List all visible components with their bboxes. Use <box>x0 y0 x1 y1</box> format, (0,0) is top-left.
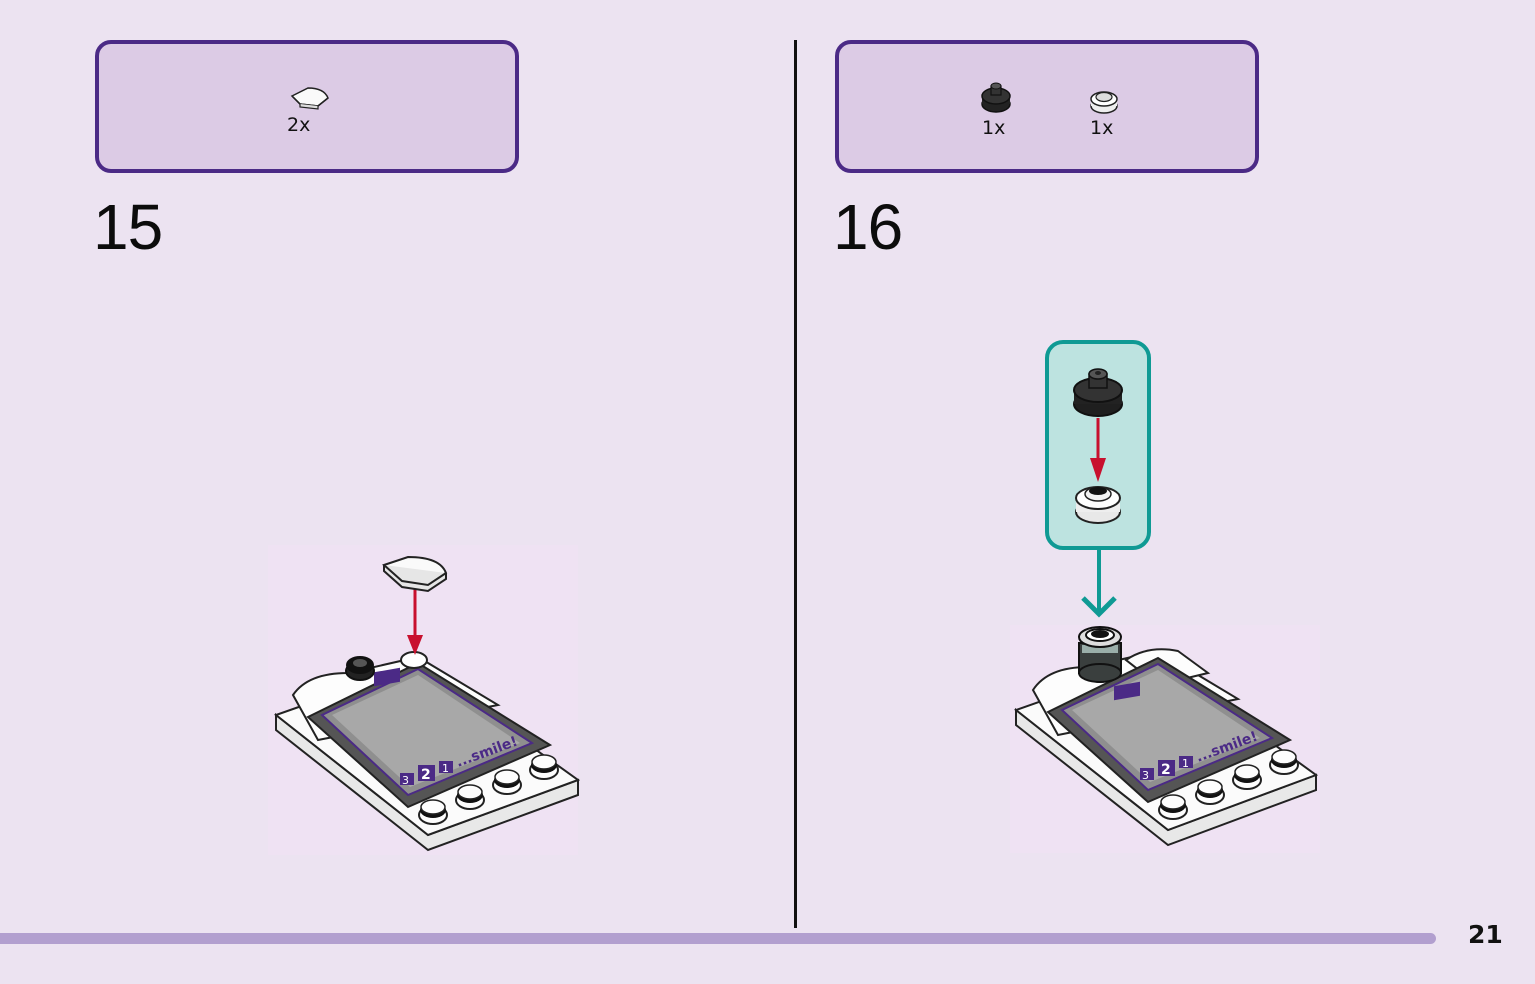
screen-counter-3: 3 <box>402 774 409 787</box>
part-quantity: 2x <box>287 114 311 136</box>
page-number: 21 <box>1468 920 1503 949</box>
camera-model-step-15: 3 2 1 ...smile! <box>268 545 581 855</box>
subassembly-callout <box>1045 340 1151 618</box>
screen-counter-2: 2 <box>421 767 431 783</box>
screen-counter-2: 2 <box>1161 762 1171 778</box>
round-plate-black-icon <box>981 82 1011 113</box>
footer-bar <box>0 933 1436 944</box>
screen-counter-1: 1 <box>1182 757 1189 770</box>
parts-callout-step-16: 1x 1x <box>835 40 1259 173</box>
quarter-round-tile-white-icon <box>290 87 329 110</box>
part-quantity: 1x <box>1090 117 1114 139</box>
camera-model-step-16: 3 2 1 ...smile! <box>1010 625 1320 853</box>
step-divider <box>794 40 797 928</box>
part-quantity: 1x <box>982 117 1006 139</box>
screen-counter-1: 1 <box>442 762 449 775</box>
screen-counter-3: 3 <box>1142 769 1149 782</box>
round-plate-white-icon <box>1090 91 1118 114</box>
step-number-16: 16 <box>833 191 903 263</box>
step-number-15: 15 <box>93 191 163 263</box>
parts-callout-step-15: 2x <box>95 40 519 173</box>
